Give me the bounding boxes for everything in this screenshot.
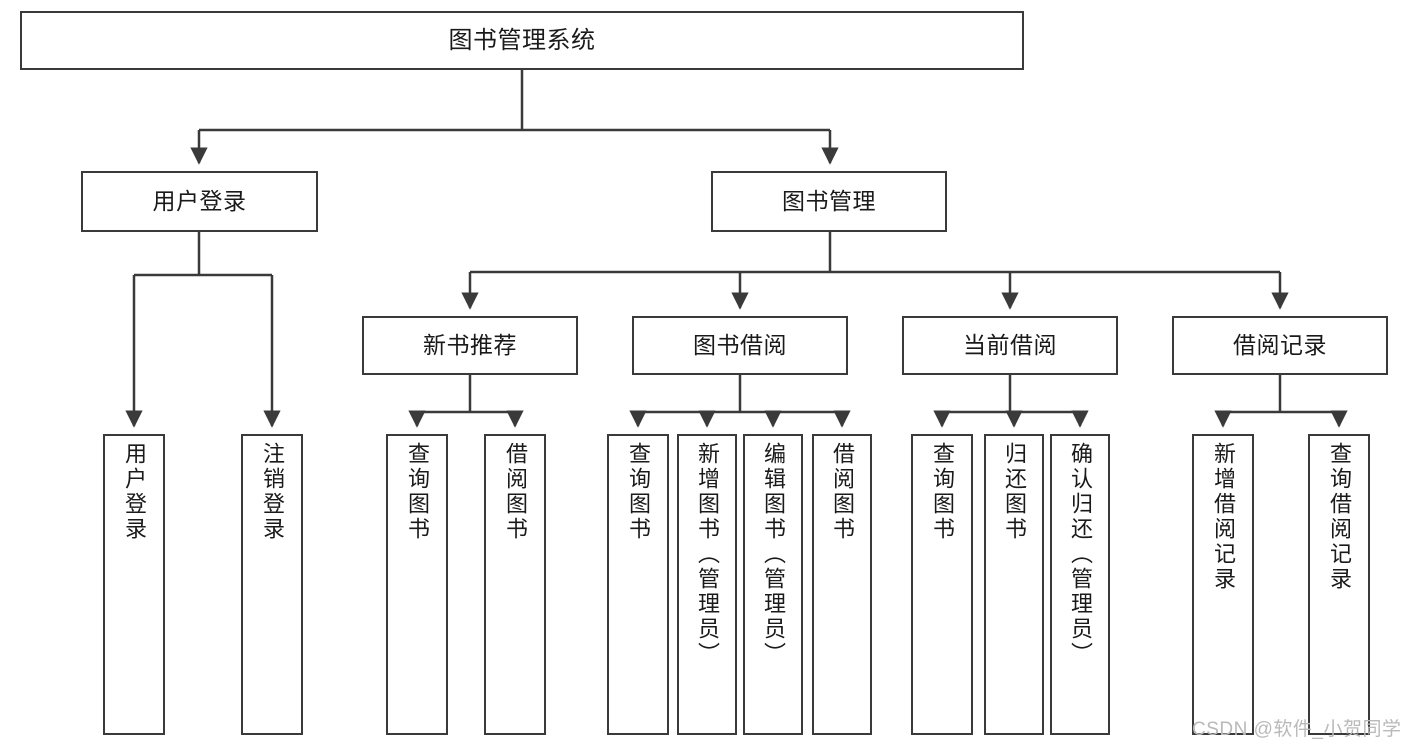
node-root-label: 图书管理系统 xyxy=(448,26,596,54)
node-leaf-query-book-borrow-label: 查询图书 xyxy=(626,442,651,542)
node-leaf-query-record-label: 查询借阅记录 xyxy=(1327,442,1352,592)
node-borrow-record[interactable]: 借阅记录 xyxy=(1172,316,1388,375)
node-leaf-edit-book-label: 编辑图书（管理员） xyxy=(761,442,786,667)
node-book-manage[interactable]: 图书管理 xyxy=(711,171,947,232)
node-leaf-user-logout[interactable]: 注销登录 xyxy=(241,434,303,735)
node-leaf-add-record[interactable]: 新增借阅记录 xyxy=(1192,434,1254,735)
node-root[interactable]: 图书管理系统 xyxy=(20,11,1024,70)
node-user-login[interactable]: 用户登录 xyxy=(81,171,318,232)
node-leaf-return-book[interactable]: 归还图书 xyxy=(984,434,1044,735)
node-leaf-borrow-book[interactable]: 借阅图书 xyxy=(812,434,872,735)
node-leaf-query-book-borrow[interactable]: 查询图书 xyxy=(607,434,669,735)
node-leaf-add-book[interactable]: 新增图书（管理员） xyxy=(677,434,737,735)
node-user-login-label: 用户登录 xyxy=(152,188,247,214)
node-leaf-query-book-cur[interactable]: 查询图书 xyxy=(911,434,973,735)
node-leaf-borrow-book-rec[interactable]: 借阅图书 xyxy=(484,434,546,735)
node-leaf-query-book-rec-label: 查询图书 xyxy=(405,442,430,542)
node-leaf-borrow-book-rec-label: 借阅图书 xyxy=(503,442,528,542)
node-leaf-add-record-label: 新增借阅记录 xyxy=(1211,442,1236,592)
node-new-book-recommend[interactable]: 新书推荐 xyxy=(362,316,578,375)
node-current-borrow-label: 当前借阅 xyxy=(963,332,1057,358)
node-new-book-recommend-label: 新书推荐 xyxy=(423,332,517,358)
node-leaf-add-book-label: 新增图书（管理员） xyxy=(695,442,720,667)
node-leaf-query-book-cur-label: 查询图书 xyxy=(930,442,955,542)
node-current-borrow[interactable]: 当前借阅 xyxy=(902,316,1118,375)
node-leaf-user-login-label: 用户登录 xyxy=(122,442,147,542)
node-book-borrow-label: 图书借阅 xyxy=(693,332,787,358)
node-leaf-confirm-return-label: 确认归还（管理员） xyxy=(1068,442,1093,667)
node-leaf-user-login[interactable]: 用户登录 xyxy=(103,434,165,735)
node-book-manage-label: 图书管理 xyxy=(782,188,876,214)
node-book-borrow[interactable]: 图书借阅 xyxy=(632,316,848,375)
node-leaf-confirm-return[interactable]: 确认归还（管理员） xyxy=(1050,434,1110,735)
node-leaf-query-record[interactable]: 查询借阅记录 xyxy=(1308,434,1370,735)
node-leaf-return-book-label: 归还图书 xyxy=(1002,442,1027,542)
node-leaf-user-logout-label: 注销登录 xyxy=(260,442,285,542)
node-borrow-record-label: 借阅记录 xyxy=(1233,332,1327,358)
node-leaf-borrow-book-label: 借阅图书 xyxy=(830,442,855,542)
node-leaf-query-book-rec[interactable]: 查询图书 xyxy=(386,434,448,735)
node-leaf-edit-book[interactable]: 编辑图书（管理员） xyxy=(743,434,803,735)
watermark-text: CSDN @软件_小贺同学 xyxy=(1192,719,1402,740)
